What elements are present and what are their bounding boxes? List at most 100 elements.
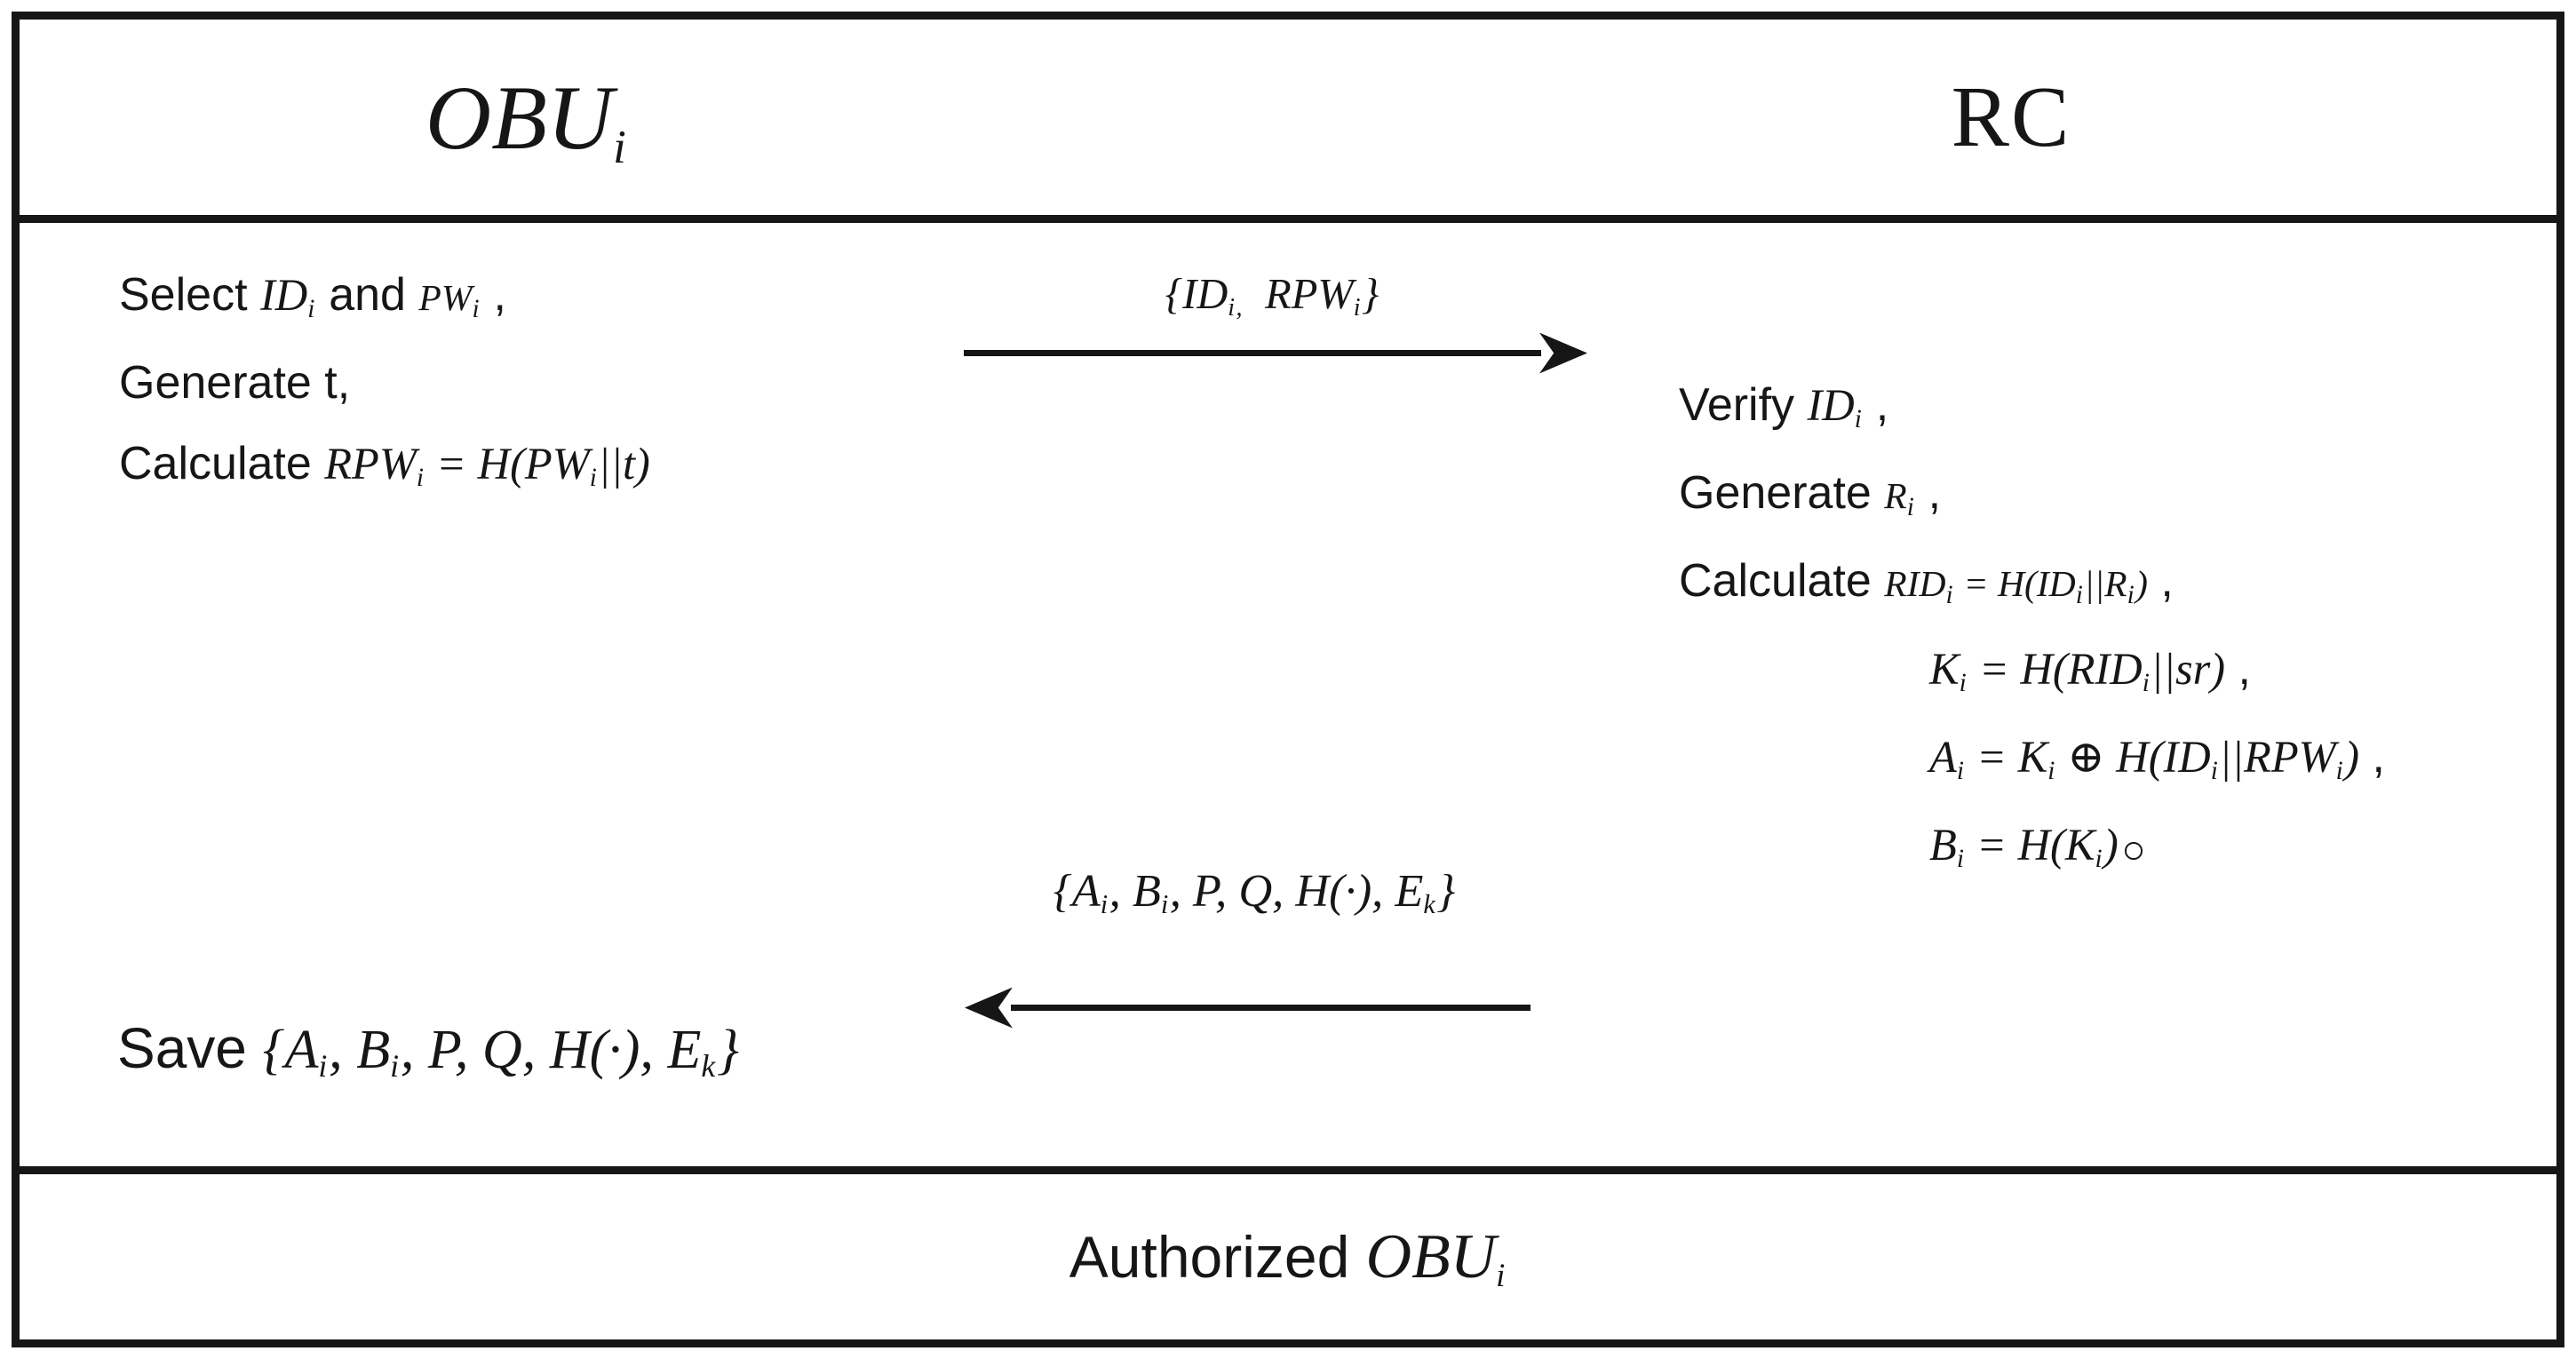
text-segment: = H(PW [425,439,590,489]
text-segment: Select [119,269,260,321]
diagram-frame: OBUi RC Select IDi and PWi ,Generate t,C… [12,12,2564,1347]
text-segment: i [2127,581,2135,610]
text-segment: i [1496,1257,1506,1294]
formula-line: Ai = Ki ⊕ H(IDi||RPWi) , [1679,717,2385,805]
text-segment: Verify [1679,379,1808,431]
obu-entity-title: OBUi [425,63,629,173]
text-segment: i [2142,669,2150,698]
text-segment: ID [1807,380,1855,430]
text-segment: i [2335,757,2343,786]
text-segment: {ID [1165,271,1228,318]
text-segment: ||RPW [2219,732,2336,782]
text-segment: i [390,1048,400,1085]
registration-response-label: {Ai, Bi, P, Q, H(·), Ek} [970,862,1538,920]
text-segment: A [1929,732,1957,782]
text-segment: , [2147,555,2174,607]
text-segment: RPW [1243,271,1354,318]
text-segment: i [1353,293,1361,322]
text-segment: = H(ID [1954,563,2076,604]
text-segment: i [1956,845,1964,874]
text-segment: , B [1109,865,1161,917]
text-segment: i [2047,757,2055,786]
text-segment: i [1959,669,1967,698]
text-segment: OBU [425,68,614,169]
footer-status-text: Authorized OBUi [1069,1220,1507,1293]
text-segment: and [315,269,419,321]
text-segment: } [1361,271,1379,318]
text-segment: , [1236,293,1243,322]
text-segment: k [701,1048,716,1085]
text-segment: Calculate [119,438,325,489]
formula-line: Calculate RIDi = H(IDi||Ri) , [1679,541,2385,629]
rc-steps-block: Verify IDi ,Generate Ri ,Calculate RIDi … [1679,365,2385,893]
formula-line: Verify IDi , [1679,365,2385,453]
text-segment: ) [2103,820,2119,870]
text-segment: ) [2344,732,2359,782]
text-segment: ||R [2084,563,2127,604]
text-segment: {A [1053,865,1101,917]
registration-request-label: {IDi, RPWi} [952,267,1592,322]
text-segment: } [717,1020,739,1080]
text-segment: , [1915,467,1942,519]
text-segment: i [1906,493,1914,522]
text-segment: Save [117,1016,263,1080]
text-segment: i [2095,845,2103,874]
text-segment: , [2359,731,2385,783]
text-segment: i [2210,757,2218,786]
obu-steps-block: Select IDi and PWi ,Generate t,Calculate… [119,255,650,512]
text-segment: ||t) [598,439,650,489]
text-segment: Calculate [1679,555,1885,607]
formula-line: Generate Ri , [1679,453,2385,541]
text-segment: ⊕ H(ID [2055,732,2211,782]
text-segment: i [1945,581,1953,610]
text-segment: = H(RID [1968,644,2143,694]
footer-row: Authorized OBUi [20,1166,2556,1339]
formula-line: Bi = H(Ki) [1679,805,2385,893]
text-segment: i [1100,889,1109,920]
text-segment: i [1228,293,1236,322]
text-segment: , P, Q, H(·), E [400,1020,702,1080]
text-segment: i [472,295,480,324]
text-segment: i [318,1048,328,1085]
text-segment: K [1929,644,1960,694]
arrowhead-left-icon [965,987,1013,1029]
text-segment: , [2225,643,2251,695]
text-segment: k [1423,889,1435,920]
text-segment: PW [418,277,473,318]
registration-request-arrow [964,332,1587,374]
formula-line: Select IDi and PWi , [119,255,650,343]
text-segment: ) [2135,563,2148,604]
arrowhead-right-icon [1539,332,1587,374]
text-segment: i [1160,889,1169,920]
message-flow-area: Select IDi and PWi ,Generate t,Calculate… [20,223,2556,1166]
text-segment: i [2075,581,2083,610]
registration-response-arrow [965,987,1530,1029]
text-segment: i [1956,757,1964,786]
text-segment: Authorized [1069,1224,1366,1290]
text-segment: Generate t, [119,357,351,409]
formula-line: Generate t, [119,343,650,424]
header-row: OBUi RC [20,20,2556,223]
text-segment: i [307,295,315,324]
text-segment: OBU [1365,1221,1497,1291]
formula-line: Ki = H(RIDi||sr) , [1679,629,2385,717]
text-segment: , [481,269,506,321]
text-segment: ID [259,270,308,320]
text-segment: ||sr) [2151,644,2226,694]
text-segment [2125,842,2143,860]
text-segment: RPW [324,439,417,489]
text-segment: i [1854,405,1862,434]
text-segment: B [1929,820,1957,870]
text-segment: i [589,464,597,493]
formula-line: Calculate RPWi = H(PWi||t) [119,424,650,512]
text-segment: Generate [1679,467,1885,519]
text-segment: } [1436,865,1456,917]
text-segment: , [1863,379,1889,431]
text-segment: , P, Q, H(·), E [1169,865,1424,917]
text-segment: R [1884,475,1907,516]
text-segment: = K [1965,732,2048,782]
save-line: Save {Ai, Bi, P, Q, H(·), Ek} [117,1015,739,1085]
text-segment: {A [262,1020,319,1080]
text-segment: i [613,121,626,173]
